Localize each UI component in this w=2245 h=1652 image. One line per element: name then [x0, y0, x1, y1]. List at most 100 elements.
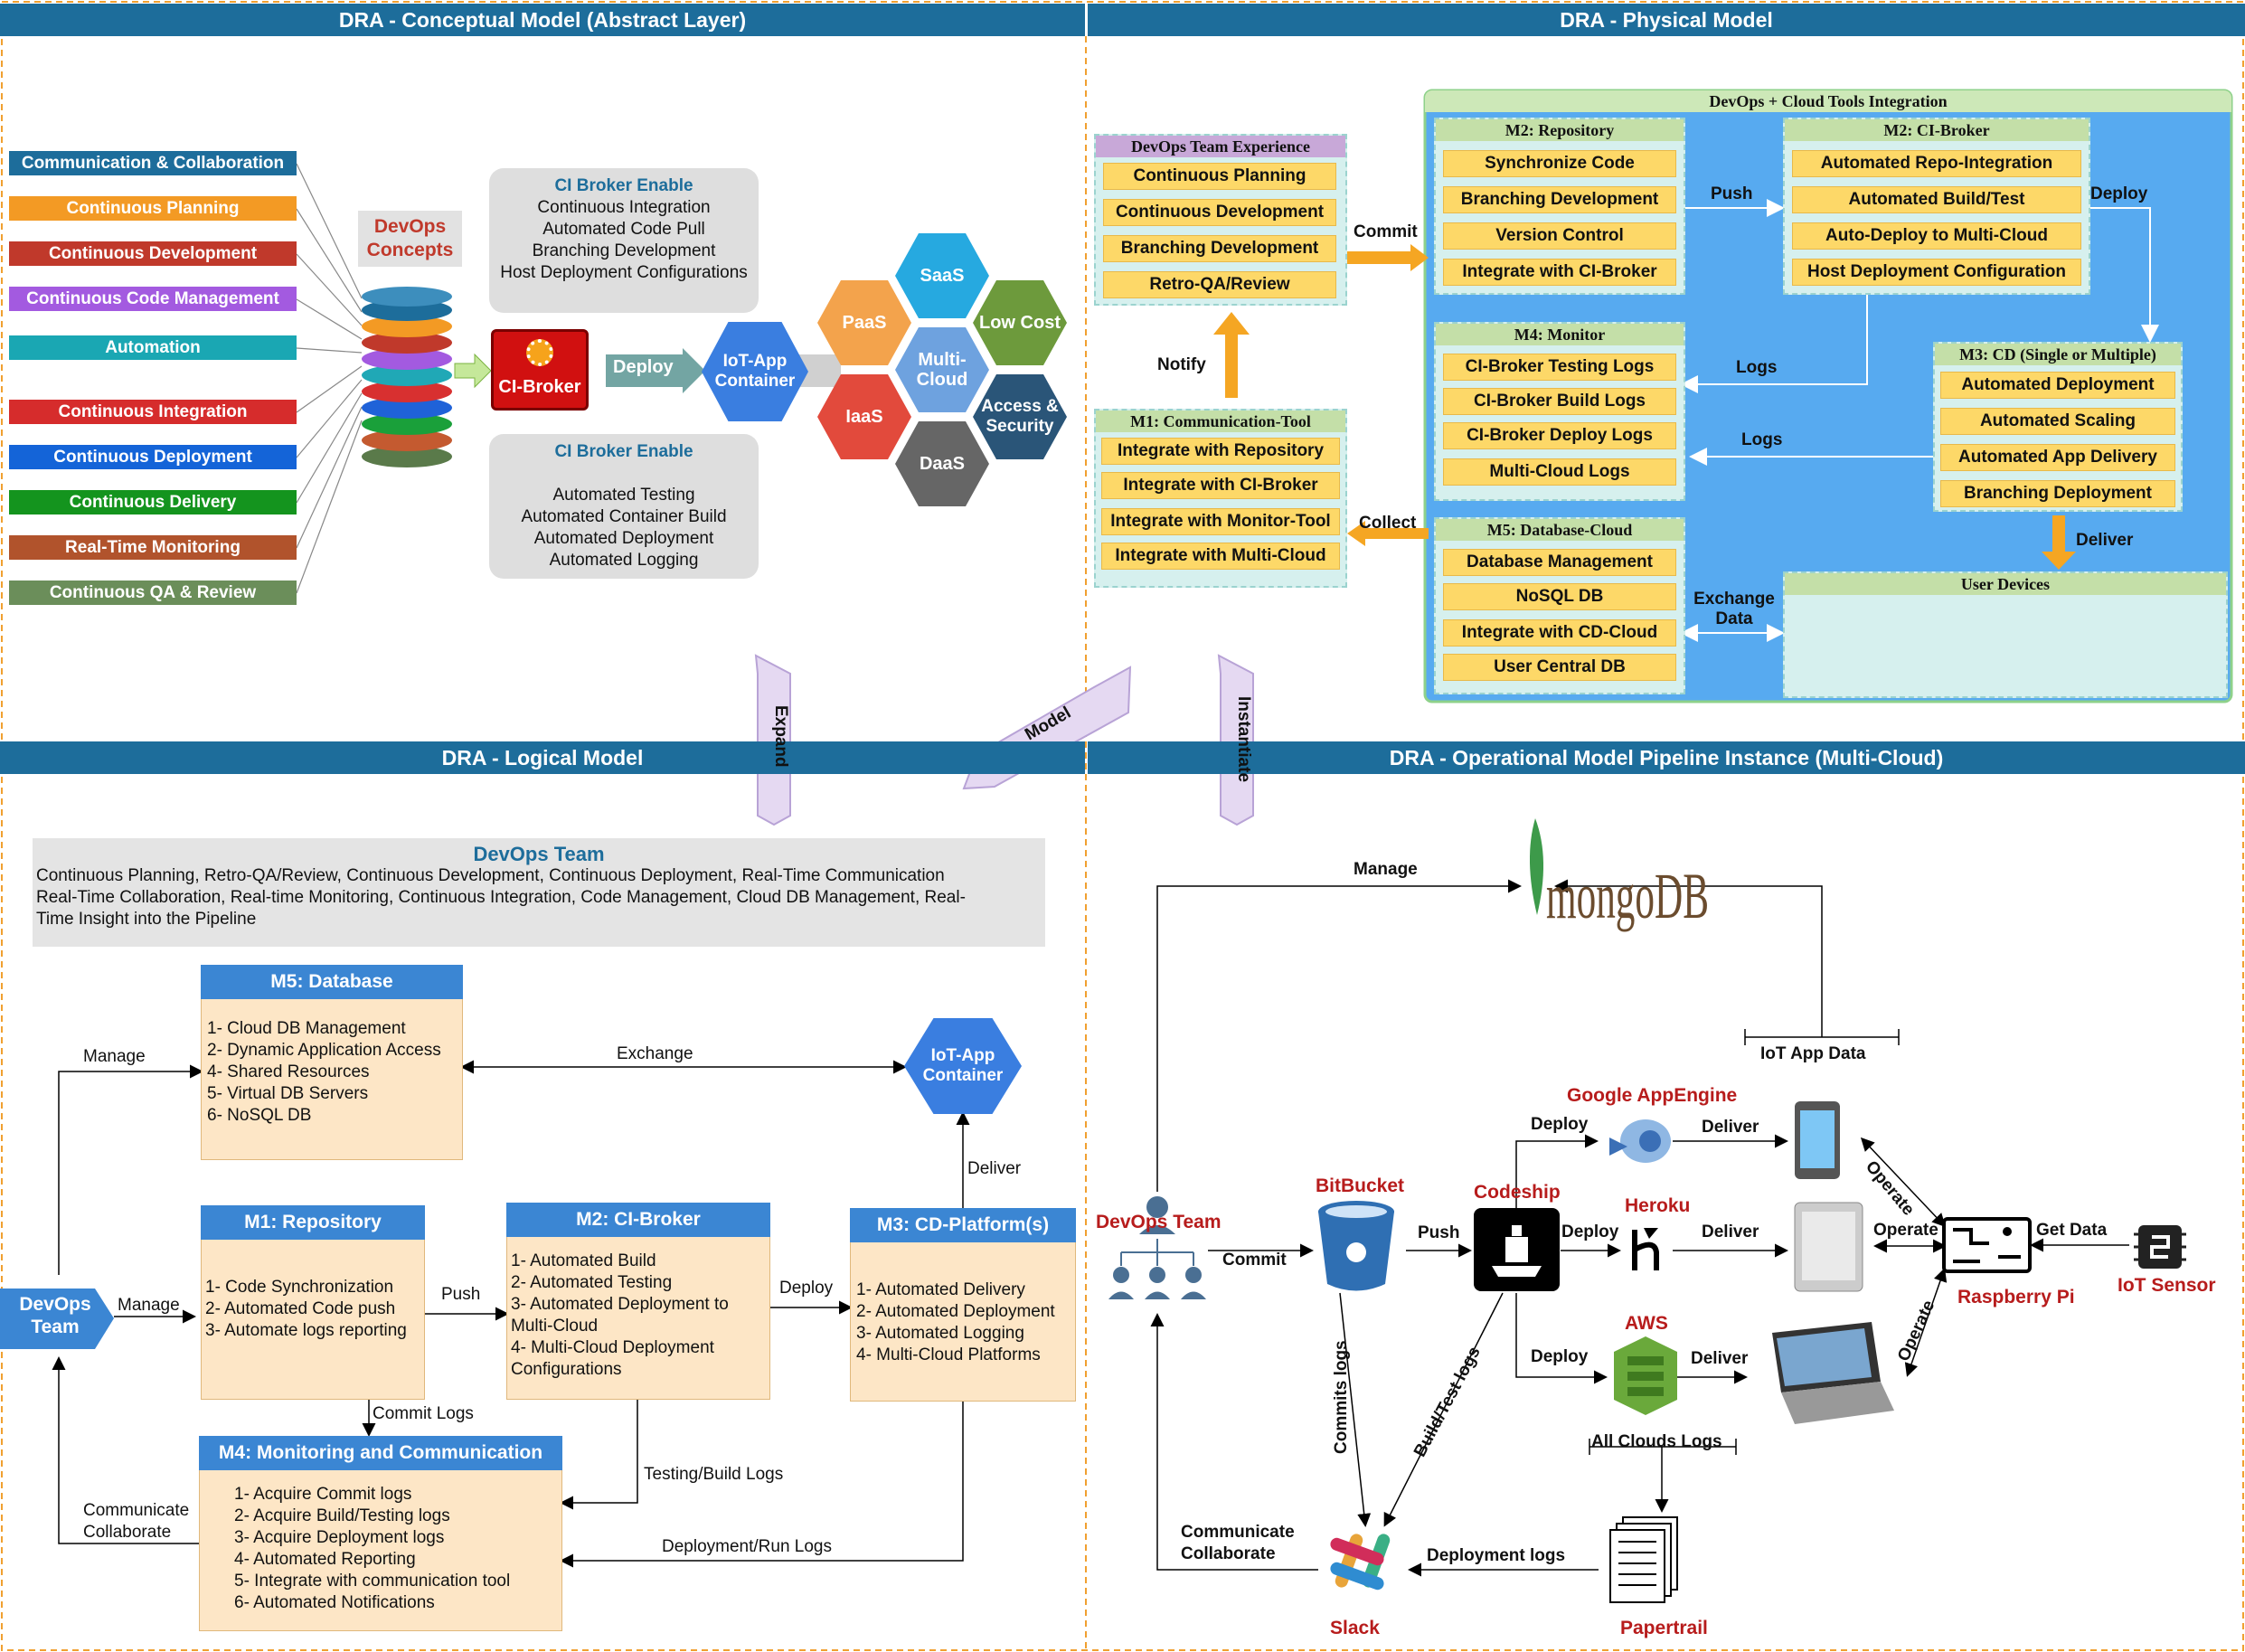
m2-ci-item: Automated Repo-Integration	[1792, 150, 2081, 177]
user-devices-title: User Devices	[1785, 573, 2226, 595]
iot-app-container-hex: IoT-App Container	[702, 322, 808, 421]
m1-item: Integrate with Multi-Cloud	[1101, 543, 1340, 570]
card-1-line: Automated Code Pull	[542, 220, 705, 239]
codeship-label: Codeship	[1474, 1182, 1561, 1203]
bitbucket-icon	[1318, 1201, 1394, 1291]
m3-cd-item: Automated Deployment	[1940, 372, 2175, 399]
expand-label: Expand	[771, 705, 790, 768]
tablet-icon	[1794, 1202, 1863, 1292]
deliver-op-label-3: Deliver	[1691, 1349, 1749, 1368]
papertrail-label: Papertrail	[1620, 1618, 1708, 1638]
all-clouds-logs-label: All Clouds Logs	[1591, 1432, 1722, 1451]
iot-app-data-label: IoT App Data	[1760, 1044, 1866, 1063]
heroku-icon	[1632, 1228, 1659, 1270]
team-exp-item: Retro-QA/Review	[1103, 271, 1336, 298]
collaborate-op-label: Collaborate	[1181, 1544, 1276, 1563]
m3-cd-item: Branching Deployment	[1940, 480, 2175, 507]
logical-m4-item: 4- Automated Reporting	[234, 1550, 416, 1569]
testing-build-logs-label: Testing/Build Logs	[644, 1465, 784, 1484]
logical-m5-item: 6- NoSQL DB	[207, 1106, 312, 1125]
m5-db-title: M5: Database-Cloud	[1436, 519, 1684, 541]
concept-item: Continuous Development	[9, 241, 297, 266]
m1-item: Integrate with CI-Broker	[1101, 472, 1340, 499]
logical-m5-item: 4- Shared Resources	[207, 1062, 370, 1081]
papertrail-icon	[1609, 1516, 1678, 1603]
logical-devops-team-label: DevOps Team	[19, 1294, 91, 1337]
m1-title: M1: Communication-Tool	[1096, 411, 1345, 432]
aws-label: AWS	[1625, 1313, 1668, 1334]
user-devices-panel: User Devices	[1783, 571, 2228, 698]
deliver-label-logical: Deliver	[967, 1159, 1022, 1178]
team-experience-title: DevOps Team Experience	[1096, 136, 1345, 157]
concept-item: Communication & Collaboration	[9, 151, 297, 175]
logical-m1-item: 2- Automated Code push	[205, 1299, 396, 1318]
ci-broker-card-2: CI Broker Enable Automated Testing Autom…	[489, 434, 759, 579]
google-appengine-icon	[1609, 1119, 1671, 1163]
operate-label-2: Operate	[1873, 1221, 1938, 1240]
deliver-op-label-1: Deliver	[1702, 1118, 1759, 1137]
card-1-line: Host Deployment Configurations	[500, 263, 748, 282]
ci-broker-card-1: CI Broker Enable Continuous Integration …	[489, 168, 759, 313]
devops-team-title: DevOps Team	[473, 843, 605, 865]
low-cost-hex: Low Cost	[973, 280, 1067, 365]
m4-monitor-item: CI-Broker Deploy Logs	[1443, 422, 1676, 449]
band-conceptual: DRA - Conceptual Model (Abstract Layer)	[0, 4, 1085, 36]
logical-m2-item: 3- Automated Deployment to Multi-Cloud	[511, 1295, 729, 1336]
get-data-label: Get Data	[2036, 1221, 2108, 1240]
logical-m1-title: M1: Repository	[201, 1205, 425, 1240]
push-label-logical: Push	[441, 1285, 481, 1304]
notify-label: Notify	[1157, 355, 1206, 374]
m5-db-item: Integrate with CD-Cloud	[1443, 619, 1676, 647]
concept-item: Continuous Delivery	[9, 490, 297, 514]
mongodb-leaf-icon	[1529, 818, 1544, 915]
logical-m5-item: 5- Virtual DB Servers	[207, 1084, 369, 1103]
logical-m3-item: 1- Automated Delivery	[856, 1280, 1025, 1299]
communicate-op-label: Communicate	[1181, 1523, 1295, 1542]
integration-title: DevOps + Cloud Tools Integration	[1425, 90, 2231, 112]
logical-m3-item: 4- Multi-Cloud Platforms	[856, 1345, 1041, 1364]
m2-repo-title: M2: Repository	[1436, 119, 1684, 141]
band-operational: DRA - Operational Model Pipeline Instanc…	[1088, 741, 2245, 774]
m4-monitor-item: Multi-Cloud Logs	[1443, 458, 1676, 486]
logical-m4-item: 5- Integrate with communication tool	[234, 1572, 511, 1591]
m4-monitor-item: CI-Broker Testing Logs	[1443, 354, 1676, 381]
logical-m3-item: 3- Automated Logging	[856, 1324, 1024, 1343]
m2-ci-item: Host Deployment Configuration	[1792, 259, 2081, 286]
m1-item: Integrate with Monitor-Tool	[1101, 508, 1340, 535]
logical-m4-item: 1- Acquire Commit logs	[234, 1485, 412, 1504]
heroku-label: Heroku	[1625, 1195, 1691, 1216]
exchange-data-label: Exchange Data	[1693, 590, 1775, 628]
devops-team-line: Continuous Planning, Retro-QA/Review, Co…	[36, 866, 945, 885]
deploy-op-label-2: Deploy	[1561, 1222, 1619, 1241]
deploy-label: Deploy	[613, 357, 674, 377]
deployment-run-logs-label: Deployment/Run Logs	[662, 1537, 832, 1556]
devops-team-line: Real-Time Collaboration, Real-time Monit…	[36, 888, 966, 907]
aws-icon	[1614, 1336, 1677, 1415]
ci-broker-label: CI-Broker	[498, 377, 581, 397]
m1-item: Integrate with Repository	[1101, 438, 1340, 465]
concept-item: Real-Time Monitoring	[9, 535, 297, 560]
laptop-icon	[1772, 1322, 1894, 1424]
logical-m1-item: 1- Code Synchronization	[205, 1278, 394, 1297]
m3-cd-item: Automated Scaling	[1940, 408, 2175, 435]
logical-m4-item: 2- Acquire Build/Testing logs	[234, 1506, 450, 1525]
raspberry-pi-label: Raspberry Pi	[1957, 1287, 2075, 1307]
logical-m3-item: 2- Automated Deployment	[856, 1302, 1055, 1321]
devops-team-summary: DevOps Team Continuous Planning, Retro-Q…	[33, 838, 1045, 947]
deployment-logs-label: Deployment logs	[1427, 1546, 1566, 1565]
commit-logs-label: Commit Logs	[373, 1404, 474, 1423]
push-label: Push	[1711, 184, 1753, 203]
slack-icon	[1330, 1534, 1391, 1591]
deploy-label-phys: Deploy	[2090, 184, 2148, 203]
team-exp-item: Continuous Planning	[1103, 163, 1336, 190]
concept-item: Automation	[9, 335, 297, 360]
deploy-label-logical: Deploy	[779, 1279, 834, 1298]
band-logical: DRA - Logical Model	[0, 741, 1085, 774]
devops-team-line: Time Insight into the Pipeline	[36, 910, 257, 929]
card-1-line: Branching Development	[532, 241, 716, 260]
m2-repo-item: Version Control	[1443, 222, 1676, 250]
devops-team-icon	[1108, 1196, 1206, 1299]
bitbucket-label: BitBucket	[1316, 1175, 1405, 1196]
devops-team-shape	[0, 1289, 114, 1349]
m2-repo-item: Branching Development	[1443, 186, 1676, 213]
